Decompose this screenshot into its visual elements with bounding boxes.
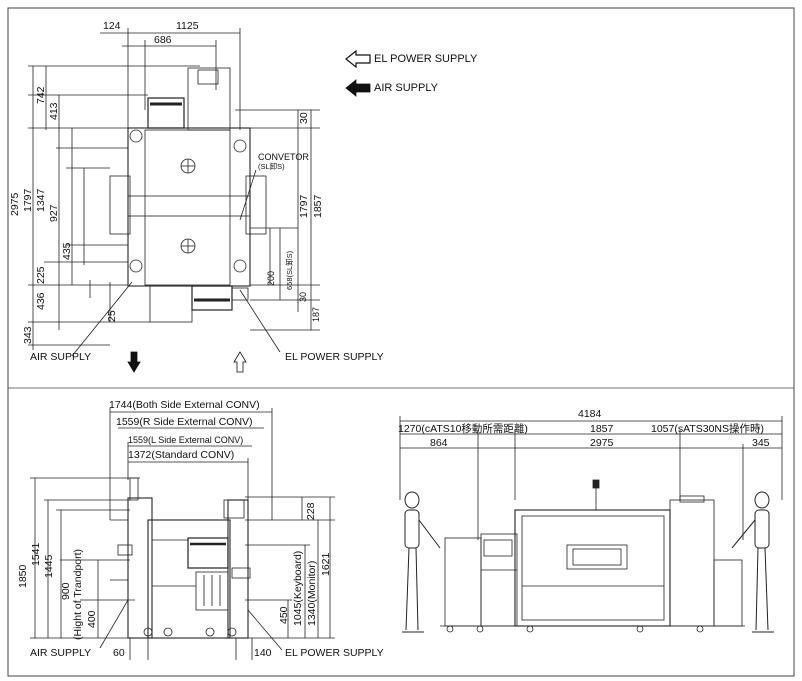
dim-435: 435	[61, 242, 73, 260]
dim-1125: 1125	[176, 20, 199, 32]
dim-1797-right: 1797	[298, 194, 310, 218]
height-450: 450	[278, 606, 290, 624]
height-1621: 1621	[320, 552, 332, 576]
width-1559l-label: 1559(L Side External CONV)	[128, 435, 244, 445]
height-1445: 1445	[43, 554, 55, 578]
dim-25: 25	[106, 310, 118, 322]
dim-343: 343	[22, 326, 34, 344]
dim-658: 658(SL卸S)	[285, 250, 294, 290]
dim-200: 200	[266, 270, 276, 286]
air-supply-arrow-icon	[127, 351, 141, 373]
dim-2975: 2975	[9, 192, 21, 216]
top-view-drawing	[28, 28, 320, 373]
side-1057-label: 1057(sATS30NS操作時)	[651, 423, 765, 435]
legend-el-power-label: EL POWER SUPPLY	[374, 53, 478, 65]
side-345-label: 345	[752, 437, 770, 449]
height-1340: 1340(Monitor)	[306, 560, 318, 626]
dim-1347: 1347	[35, 188, 47, 212]
white-arrow-icon	[345, 49, 371, 69]
height-400: 400	[86, 610, 98, 628]
top-el-power-label: EL POWER SUPPLY	[285, 351, 384, 363]
legend-air-supply-label: AIR SUPPLY	[374, 82, 438, 94]
dim-30-top: 30	[298, 112, 310, 124]
height-900-sub: (Hight of Trandport)	[72, 548, 84, 640]
height-228: 228	[305, 502, 317, 520]
dim-686: 686	[154, 34, 172, 46]
height-1045: 1045(Keyboard)	[292, 550, 304, 626]
dim-60: 60	[113, 647, 125, 659]
height-900: 900	[60, 582, 72, 600]
height-1541: 1541	[30, 542, 42, 566]
height-1850: 1850	[17, 564, 29, 588]
dim-742: 742	[35, 86, 47, 104]
outer-frame	[7, 7, 795, 677]
front-air-supply-label: AIR SUPPLY	[30, 647, 92, 659]
width-1372-label: 1372(Standard CONV)	[128, 449, 235, 461]
side-1270-label: 1270(cATS10移動所需距離)	[398, 423, 528, 435]
side-864-label: 864	[430, 437, 448, 449]
dim-124: 124	[103, 20, 121, 32]
side-1857-label: 1857	[590, 423, 614, 435]
front-view-drawing	[30, 408, 335, 660]
dim-1797-left: 1797	[22, 188, 34, 212]
dim-927: 927	[48, 204, 60, 222]
dim-225: 225	[35, 266, 47, 284]
black-arrow-icon	[345, 79, 371, 97]
side-total-4184: 4184	[578, 408, 602, 420]
side-2975-label: 2975	[590, 437, 614, 449]
dim-187: 187	[311, 306, 321, 322]
dim-436: 436	[35, 292, 47, 310]
dim-30-bot: 30	[298, 291, 308, 302]
width-1559r-label: 1559(R Side External CONV)	[116, 416, 253, 428]
top-air-supply-label: AIR SUPPLY	[30, 351, 92, 363]
dim-413: 413	[48, 102, 60, 120]
el-supply-arrow-icon	[233, 351, 247, 373]
width-1744-label: 1744(Both Side External CONV)	[109, 399, 260, 411]
side-view-drawing	[399, 416, 783, 633]
conveyor-sub-label: (SL卸S)	[258, 162, 285, 171]
dim-1857: 1857	[312, 194, 324, 218]
legend-arrows	[345, 49, 371, 97]
dim-140: 140	[254, 647, 272, 659]
conveyor-label: CONVETOR	[258, 152, 309, 162]
front-el-power-label: EL POWER SUPPLY	[285, 647, 384, 659]
